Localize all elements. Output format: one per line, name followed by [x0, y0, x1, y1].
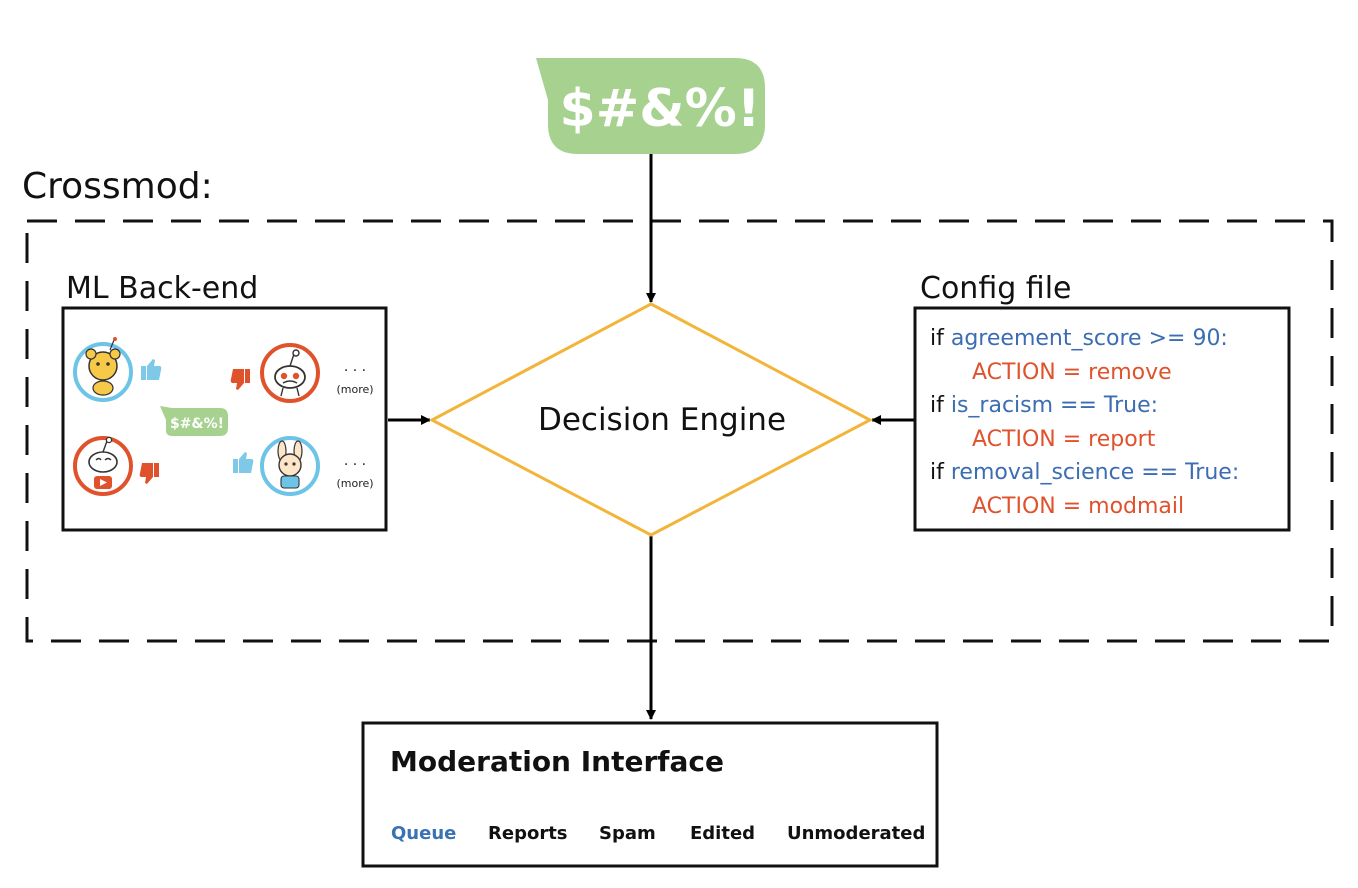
crossmod-boundary: [25, 219, 1334, 643]
config-rule-3-action: ACTION = modmail: [972, 494, 1184, 519]
small-speech-bubble: $#&%!: [160, 406, 228, 436]
config-rule-2-condition: if is_racism == True:: [930, 393, 1158, 418]
more-dots-2: · · ·: [344, 457, 366, 473]
more-label-1: (more): [336, 383, 373, 396]
avatar-bunny-icon: [260, 436, 320, 496]
avatar-bear-icon: [73, 337, 133, 402]
tab-reports[interactable]: Reports: [488, 823, 568, 844]
more-label-2: (more): [336, 477, 373, 490]
avatar-snoo-sad-icon: [260, 343, 320, 403]
config-title: Config file: [920, 271, 1071, 306]
moderation-interface-box: Moderation Interface Queue Reports Spam …: [361, 721, 939, 868]
tab-unmoderated[interactable]: Unmoderated: [787, 823, 925, 844]
top-speech-bubble: $#&%!: [536, 58, 765, 154]
moderation-title: Moderation Interface: [390, 745, 724, 778]
tab-edited[interactable]: Edited: [690, 823, 755, 844]
config-rule-1-action: ACTION = remove: [972, 360, 1172, 385]
small-bubble-text: $#&%!: [170, 416, 224, 432]
tab-queue[interactable]: Queue: [391, 823, 456, 844]
config-rule-2-action: ACTION = report: [972, 427, 1156, 452]
ml-backend-box: · · · (more) $#&%!: [61, 306, 388, 532]
top-bubble-text: $#&%!: [560, 79, 761, 139]
thumbs-down-icon: [139, 463, 159, 484]
crossmod-label: Crossmod:: [22, 166, 213, 207]
thumbs-down-icon: [230, 369, 250, 390]
more-dots-1: · · ·: [344, 363, 366, 379]
decision-engine-label: Decision Engine: [538, 402, 786, 438]
tab-spam[interactable]: Spam: [599, 823, 656, 844]
thumbs-up-icon: [141, 359, 162, 380]
decision-engine: Decision Engine: [428, 302, 874, 537]
thumbs-up-icon: [233, 452, 254, 473]
config-box: if agreement_score >= 90: ACTION = remov…: [913, 306, 1291, 532]
ml-backend-title: ML Back-end: [66, 271, 258, 306]
config-rule-1-condition: if agreement_score >= 90:: [930, 326, 1228, 351]
avatar-snoo-video-icon: [73, 436, 133, 496]
config-rule-3-condition: if removal_science == True:: [930, 460, 1239, 485]
